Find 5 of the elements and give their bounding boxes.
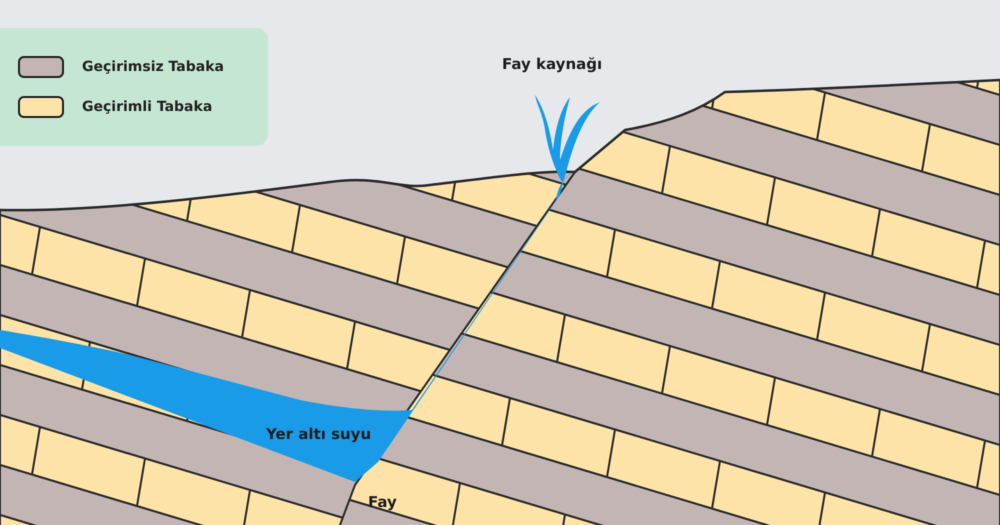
annotation-label: Yer altı suyu — [266, 425, 372, 443]
annotation-label: Fay — [368, 493, 397, 511]
annotation-label: Fay kaynağı — [502, 55, 602, 73]
legend-label: Geçirimsiz Tabaka — [82, 59, 224, 75]
legend-label: Geçirimli Tabaka — [82, 99, 212, 115]
